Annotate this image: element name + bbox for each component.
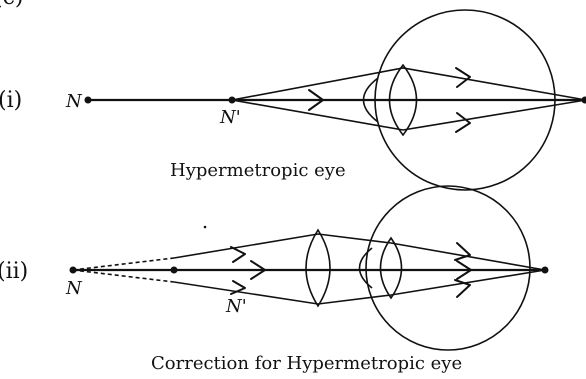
part-ii-retina-dot: [542, 267, 549, 274]
part-i-retina-dot: [582, 97, 586, 104]
part-i-label: (i): [0, 88, 22, 113]
part-ii-arrow-upper-left: [231, 247, 245, 262]
part-ii-convex-lens: [306, 230, 330, 306]
part-ii-caption: Correction for Hypermetropic eye: [151, 353, 462, 374]
part-i-diagram: (i) N N' Hypermetropic eye: [0, 10, 586, 190]
part-i-new-near-point-dot: [229, 97, 236, 104]
part-ii-arrow-upper-right: [455, 243, 470, 260]
part-ii-new-near-point-label: N': [225, 296, 247, 317]
part-ii-new-near-point-dot: [171, 267, 178, 274]
part-ii-near-point-label: N: [65, 278, 83, 299]
stray-speck: [204, 226, 207, 229]
part-ii-diagram: (ii) N N' Correction for Hypermet: [0, 186, 549, 374]
part-i-caption: Hypermetropic eye: [170, 160, 346, 181]
part-ii-eye-lens: [381, 238, 402, 298]
part-ii-dashed-ray-upper: [73, 258, 174, 270]
part-i-near-point-dot: [85, 97, 92, 104]
top-fragment-label: (c): [0, 0, 24, 10]
part-ii-eyeball: [366, 186, 530, 350]
part-ii-dashed-ray-lower: [73, 270, 174, 282]
part-ii-near-point-dot: [70, 267, 77, 274]
part-i-new-near-point-label: N': [219, 107, 241, 128]
part-ii-label: (ii): [0, 259, 28, 284]
part-i-arrow-lower: [456, 113, 470, 132]
part-i-near-point-label: N: [65, 91, 83, 112]
